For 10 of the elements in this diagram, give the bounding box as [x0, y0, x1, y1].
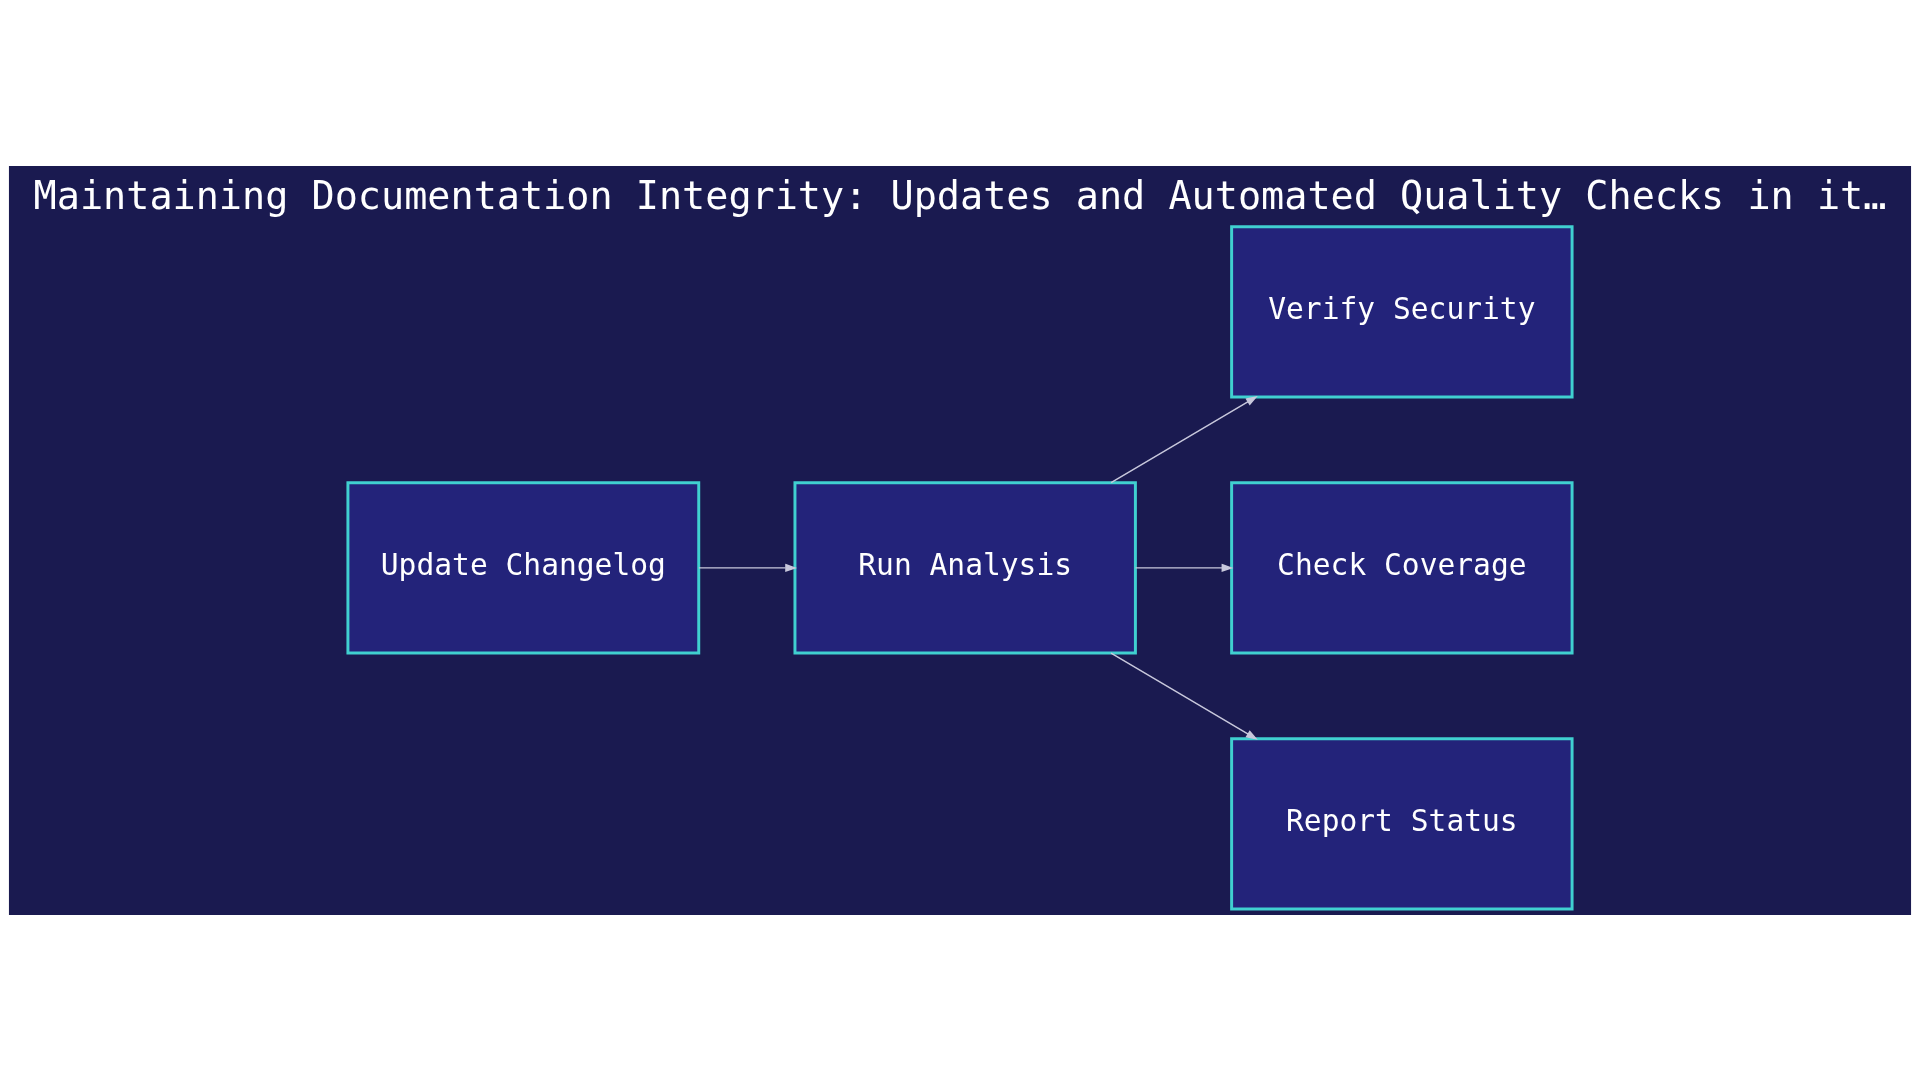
arrow: [698, 563, 798, 572]
node-box: Report Status: [1230, 736, 1574, 911]
node-box: Verify Security: [1230, 224, 1574, 398]
diagram-title: Maintaining Documentation Integrity: Updates and Automated Quality Checks in it…: [33, 172, 1887, 218]
node-box: Update Changelog: [346, 480, 701, 654]
arrow: [1134, 563, 1234, 572]
node-box: Check Coverage: [1230, 480, 1574, 654]
node-box: Run Analysis: [793, 480, 1137, 654]
arrow: [1110, 651, 1258, 740]
arrow: [1110, 395, 1258, 483]
